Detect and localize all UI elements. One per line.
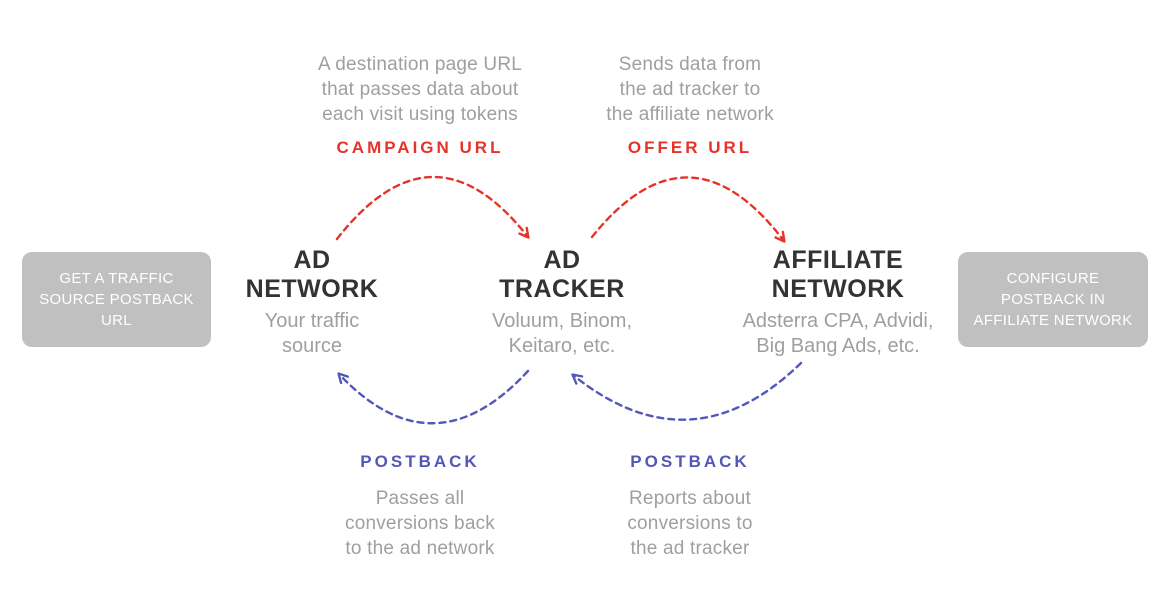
side-note-configure-postback-in-affiliate-network: CONFIGURE POSTBACK IN AFFILIATE NETWORK: [958, 252, 1148, 347]
node-affiliate-network-subtitle: Adsterra CPA, Advidi, Big Bang Ads, etc.: [742, 310, 934, 357]
campaign-url-description: A destination page URL that passes data …: [317, 54, 523, 125]
offer-url-description: Sends data from the ad tracker to the af…: [606, 54, 774, 125]
side-note-get-traffic-source-postback-url: GET A TRAFFIC SOURCE POSTBACK URL: [22, 252, 211, 347]
offer-url-arrow: [590, 176, 786, 243]
postback-right-label: POSTBACK: [630, 452, 750, 471]
campaign-url-label: CAMPAIGN URL: [336, 138, 504, 157]
postback-left-description: Passes all conversions back to the ad ne…: [345, 488, 495, 559]
postback-to-ad-network-arrow: [337, 369, 530, 425]
node-affiliate-network-title: AFFILIATE NETWORK: [771, 246, 905, 303]
node-ad-tracker-subtitle: Voluum, Binom, Keitaro, etc.: [491, 310, 633, 357]
node-ad-network-subtitle: Your traffic source: [264, 310, 360, 357]
postback-right-description: Reports about conversions to the ad trac…: [627, 488, 753, 559]
node-ad-tracker-title: AD TRACKER: [499, 246, 625, 303]
postback-to-ad-tracker-arrow: [571, 361, 803, 421]
offer-url-label: OFFER URL: [627, 138, 753, 157]
node-ad-network-title: AD NETWORK: [245, 246, 379, 303]
postback-left-label: POSTBACK: [360, 452, 480, 471]
campaign-url-arrow: [335, 175, 530, 241]
